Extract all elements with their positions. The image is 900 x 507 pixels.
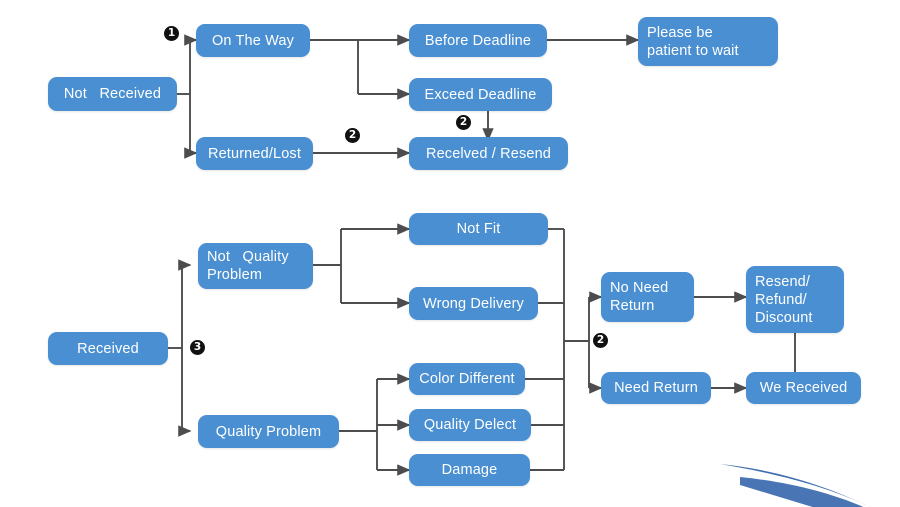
- node-on-the-way[interactable]: On The Way: [196, 24, 310, 57]
- badge-2-returned-lost: 2: [345, 128, 360, 143]
- node-need-return[interactable]: Need Return: [601, 372, 711, 404]
- node-resend-refund-discount[interactable]: Resend/ Refund/ Discount: [746, 266, 844, 333]
- node-not-fit[interactable]: Not Fit: [409, 213, 548, 245]
- node-wrong-delivery[interactable]: Wrong Delivery: [409, 287, 538, 320]
- node-quality-delect[interactable]: Quality Delect: [409, 409, 531, 441]
- badge-1-on-the-way: 1: [164, 26, 179, 41]
- badge-2-exceed-deadline: 2: [456, 115, 471, 130]
- node-not-quality-problem[interactable]: Not Quality Problem: [198, 243, 313, 289]
- node-returned-lost[interactable]: Returned/Lost: [196, 137, 313, 170]
- node-recelved-resend[interactable]: Recelved / Resend: [409, 137, 568, 170]
- node-we-received[interactable]: We Received: [746, 372, 861, 404]
- badge-3-received: 3: [190, 340, 205, 355]
- node-exceed-deadline[interactable]: Exceed Deadline: [409, 78, 552, 111]
- node-quality-problem[interactable]: Quality Problem: [198, 415, 339, 448]
- node-color-different[interactable]: Color Different: [409, 363, 525, 395]
- node-damage[interactable]: Damage: [409, 454, 530, 486]
- swoosh-decoration: [720, 464, 870, 507]
- node-no-need-return[interactable]: No Need Return: [601, 272, 694, 322]
- node-not-received[interactable]: Not Received: [48, 77, 177, 111]
- node-before-deadline[interactable]: Before Deadline: [409, 24, 547, 57]
- badge-2-return-split: 2: [593, 333, 608, 348]
- node-please-be-patient[interactable]: Please be patient to wait: [638, 17, 778, 66]
- node-received[interactable]: Received: [48, 332, 168, 365]
